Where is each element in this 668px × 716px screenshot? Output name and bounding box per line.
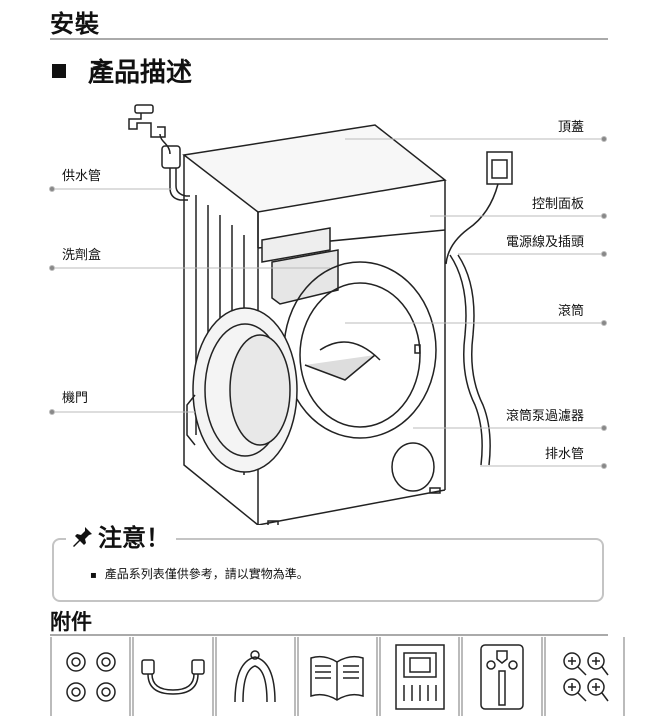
label-control-panel: 控制面板 — [532, 197, 584, 212]
label-drum: 滾筒 — [558, 303, 584, 319]
accessory-item — [132, 637, 214, 716]
accessory-item — [461, 637, 543, 716]
transit-bolt-caps-icon — [65, 651, 116, 702]
square-bullet-icon — [52, 63, 66, 78]
door — [186, 307, 298, 473]
washing-machine-diagram: 供水管 洗劑盒 機門 頂蓋 控制面板 電源線及插頭 滾筒 滾筒泵過濾器 排水管 — [49, 104, 607, 525]
accessories-divider — [50, 634, 608, 636]
caution-title: 注意！ — [66, 518, 176, 553]
label-top-cover: 頂蓋 — [558, 120, 584, 135]
caution-title-text: 注意！ — [98, 524, 170, 552]
washing-machine — [182, 124, 447, 525]
label-water-hose: 供水管 — [62, 169, 101, 184]
section-heading: 產品描述 — [50, 52, 192, 89]
power-socket-icon — [445, 151, 513, 265]
accessory-item — [379, 637, 461, 716]
accessory-item — [50, 637, 132, 716]
hose-elbow-bracket-icon — [234, 649, 276, 702]
installation-template-icon — [395, 643, 445, 710]
accessory-item — [214, 637, 296, 716]
section-heading-text: 產品描述 — [88, 58, 193, 88]
caution-item: 產品系列表僅供參考，請以實物為準。 — [90, 565, 309, 582]
pushpin-icon — [73, 526, 92, 547]
inlet-hose-icon — [141, 658, 205, 695]
drain-hose-icon — [449, 254, 491, 466]
caution-box — [52, 538, 604, 602]
accessories-title: 附件 — [50, 610, 92, 634]
label-detergent-box: 洗劑盒 — [62, 247, 101, 263]
water-tap-icon — [128, 104, 190, 201]
wrench-icon — [480, 643, 524, 710]
user-manual-icon — [310, 655, 365, 701]
label-drain-hose: 排水管 — [545, 447, 584, 462]
label-pump-filter: 滾筒泵過濾器 — [506, 408, 584, 424]
accessory-item — [296, 637, 379, 716]
page-title: 安裝 — [50, 10, 100, 38]
accessory-item — [543, 637, 625, 716]
label-power-cord: 電源線及插頭 — [506, 234, 584, 250]
accessories-row — [50, 637, 626, 716]
screws-icon — [563, 651, 609, 702]
title-divider — [50, 38, 608, 40]
label-door: 機門 — [62, 391, 88, 406]
